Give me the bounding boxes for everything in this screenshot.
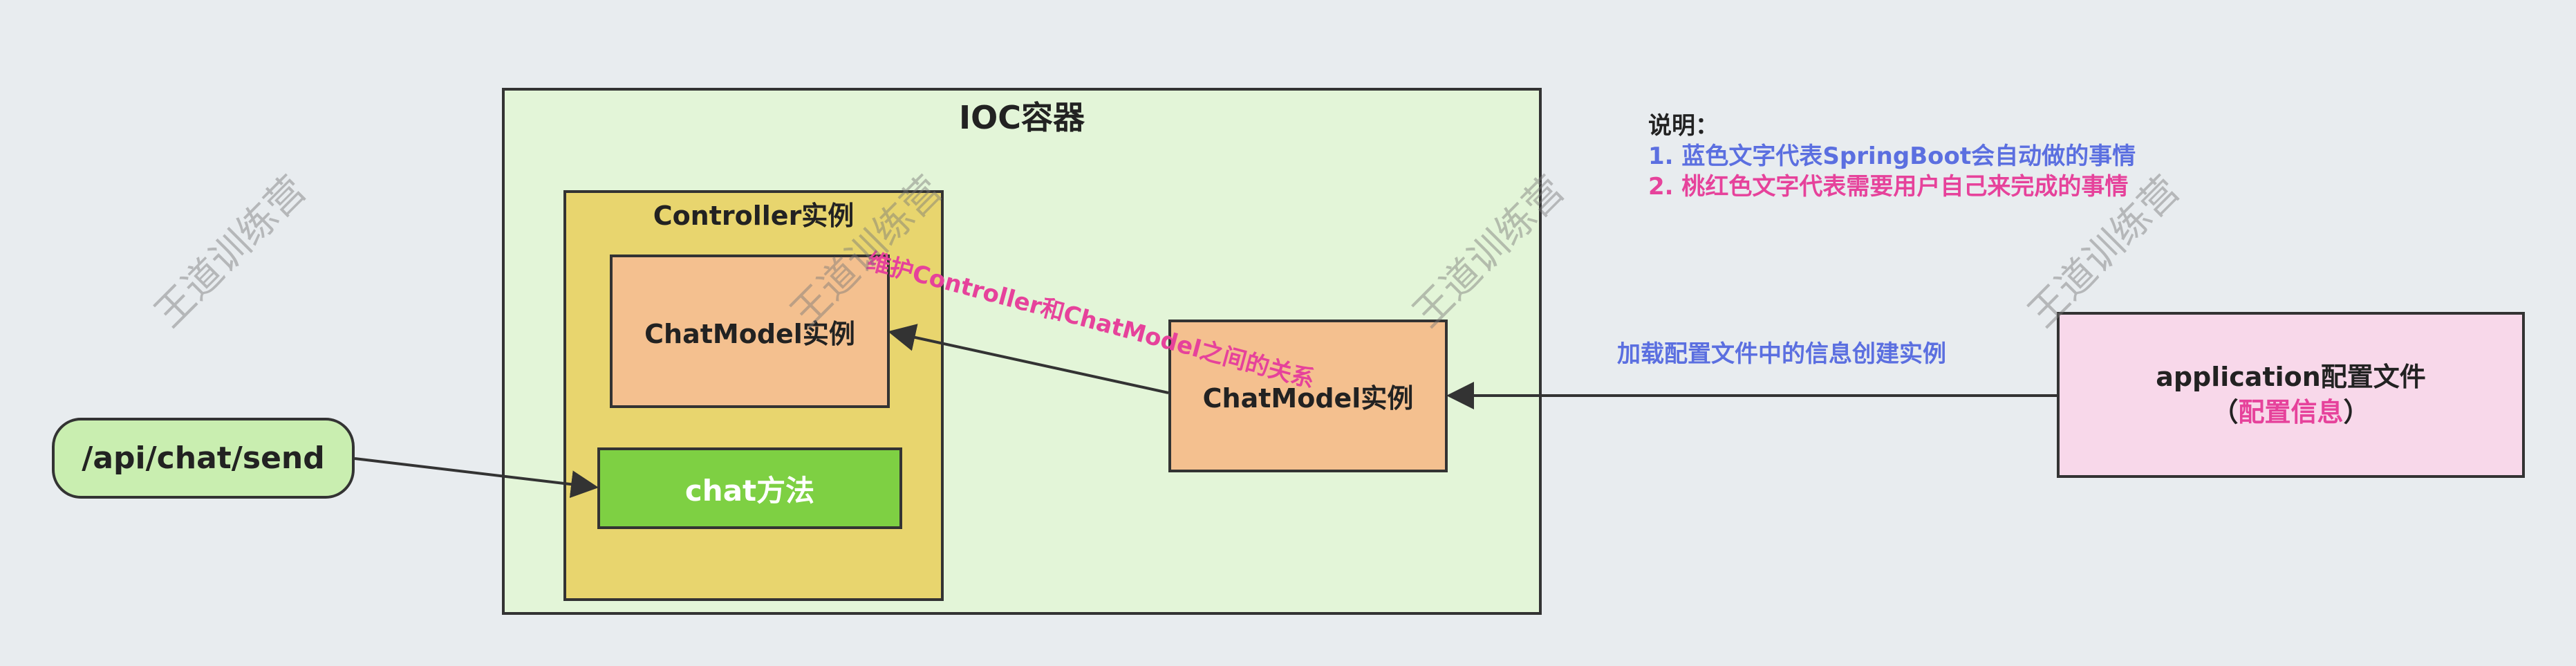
inner-chatmodel-label: ChatModel实例 <box>644 318 855 349</box>
application-config-box: application配置文件 （配置信息） <box>2057 312 2525 478</box>
notes-legend: 说明： 1. 蓝色文字代表SpringBoot会自动做的事情 2. 桃红色文字代… <box>1648 111 2136 203</box>
api-endpoint-node: /api/chat/send <box>52 418 355 499</box>
config-info-highlight: 配置信息 <box>2238 397 2344 427</box>
config-title: application配置文件 <box>2156 361 2426 392</box>
inner-chatmodel-instance: ChatModel实例 <box>610 255 890 408</box>
chat-method-label: chat方法 <box>684 473 815 508</box>
notes-item-blue: 1. 蓝色文字代表SpringBoot会自动做的事情 <box>1648 142 2136 171</box>
watermark-1: 王道训练营 <box>146 167 315 337</box>
config-subtitle: （配置信息） <box>2212 397 2370 427</box>
chatmodel-instance-label: ChatModel实例 <box>1202 383 1414 414</box>
chatmodel-instance: ChatModel实例 <box>1168 320 1448 472</box>
api-endpoint-label: /api/chat/send <box>82 441 325 476</box>
ioc-container-title: IOC容器 <box>959 99 1085 136</box>
controller-instance-title: Controller实例 <box>653 201 855 231</box>
load-config-label: 加载配置文件中的信息创建实例 <box>1617 340 1946 368</box>
notes-heading: 说明： <box>1648 112 1719 140</box>
notes-item-pink: 2. 桃红色文字代表需要用户自己来完成的事情 <box>1648 173 2129 201</box>
chat-method-box: chat方法 <box>597 447 902 529</box>
